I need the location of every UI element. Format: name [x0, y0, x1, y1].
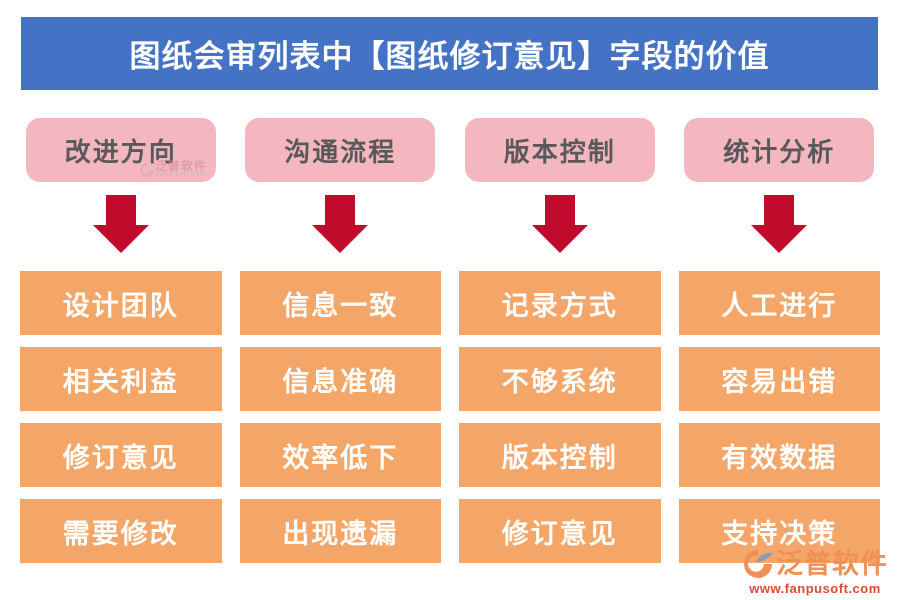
- down-arrow-icon: [92, 195, 149, 253]
- columns-grid: 改进方向 泛普软件 FANPU SOFTWARE 设计团队 相关利益 修订意见: [20, 118, 880, 563]
- title-banner: 图纸会审列表中【图纸修订意见】字段的价值: [21, 17, 878, 90]
- column-improvement-direction: 改进方向 泛普软件 FANPU SOFTWARE 设计团队 相关利益 修订意见: [20, 118, 222, 563]
- category-header-version: 版本控制: [464, 118, 655, 182]
- down-arrow-icon: [531, 195, 588, 253]
- item-box: 信息准确: [239, 347, 441, 411]
- category-header-label: 统计分析: [723, 137, 836, 167]
- category-header-improvement: 改进方向 泛普软件 FANPU SOFTWARE: [25, 118, 216, 182]
- column-communication-flow: 沟通流程 信息一致 信息准确 效率低下 出现遗漏: [239, 118, 441, 563]
- brand-website: www.fanpusoft.com: [749, 581, 881, 596]
- item-box: 需要修改: [20, 499, 222, 563]
- item-box: 记录方式: [459, 271, 661, 335]
- brand-logo: 泛普软件 www.fanpusoft.com: [740, 548, 890, 595]
- item-box: 效率低下: [239, 423, 441, 487]
- category-header-communication: 沟通流程: [245, 118, 436, 182]
- down-arrow-icon: [751, 195, 808, 253]
- item-box: 版本控制: [459, 423, 661, 487]
- watermark-text-en: FANPU SOFTWARE: [154, 173, 208, 178]
- category-header-label: 沟通流程: [284, 137, 397, 167]
- item-box: 不够系统: [459, 347, 661, 411]
- item-box: 相关利益: [20, 347, 222, 411]
- item-box: 设计团队: [20, 271, 222, 335]
- fanpu-swoosh-icon: [744, 550, 773, 578]
- item-box: 信息一致: [239, 271, 441, 335]
- category-header-statistics: 统计分析: [684, 118, 875, 182]
- page-title: 图纸会审列表中【图纸修订意见】字段的价值: [129, 39, 770, 74]
- category-header-label: 改进方向: [64, 137, 177, 167]
- item-box: 人工进行: [678, 271, 880, 335]
- item-box: 容易出错: [678, 347, 880, 411]
- category-header-label: 版本控制: [503, 137, 616, 167]
- column-statistics-analysis: 统计分析 人工进行 容易出错 有效数据 支持决策: [678, 118, 880, 563]
- item-box: 修订意见: [20, 423, 222, 487]
- down-arrow-icon: [312, 195, 369, 253]
- item-box: 支持决策: [678, 499, 880, 563]
- item-box: 有效数据: [678, 423, 880, 487]
- brand-name: 泛普软件: [776, 548, 888, 579]
- item-box: 出现遗漏: [239, 499, 441, 563]
- column-version-control: 版本控制 记录方式 不够系统 版本控制 修订意见: [459, 118, 661, 563]
- item-box: 修订意见: [459, 499, 661, 563]
